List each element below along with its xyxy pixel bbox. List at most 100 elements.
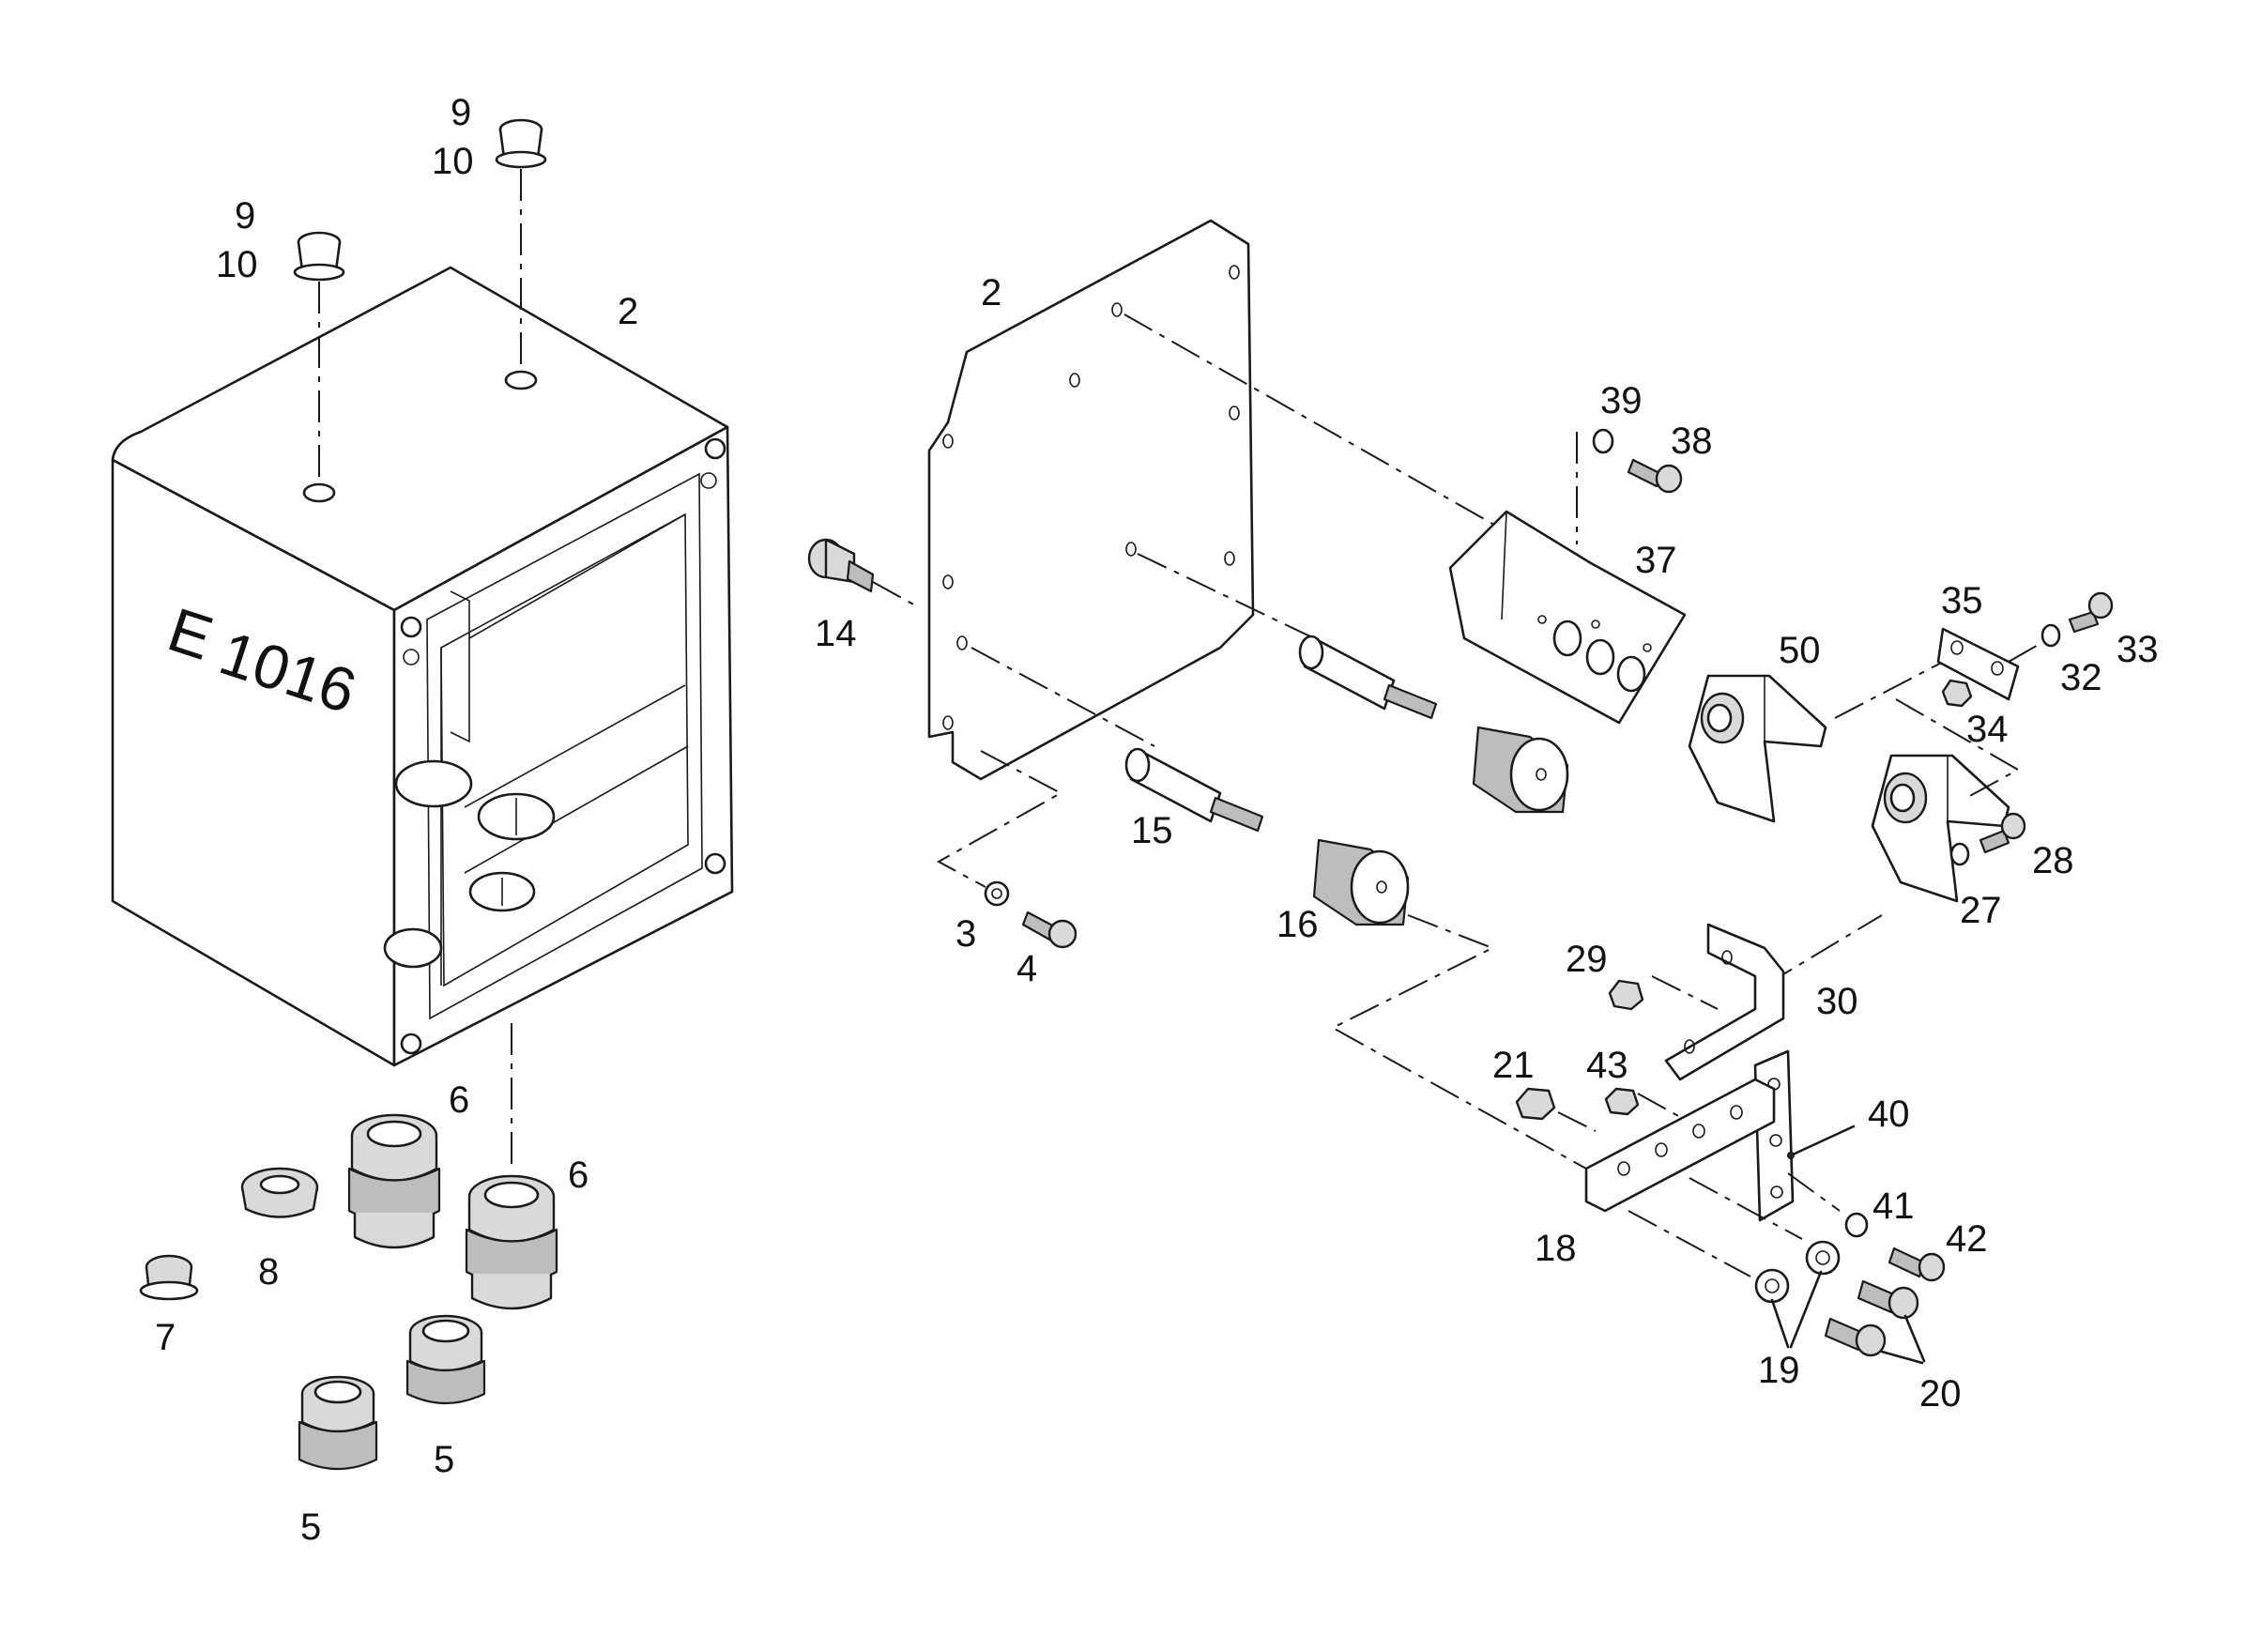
axis-21 xyxy=(1557,1111,1597,1132)
spacer-15-upper xyxy=(1298,635,1438,720)
label-28: 28 xyxy=(2032,840,2074,881)
cable-gland-5a xyxy=(405,1314,486,1405)
label-14: 14 xyxy=(815,613,857,654)
label-34: 34 xyxy=(1966,709,2009,750)
label-10a: 10 xyxy=(216,244,258,285)
washer-39 xyxy=(1592,428,1614,454)
screw-14 xyxy=(807,538,875,593)
axis-plate-spacer xyxy=(1137,553,1315,639)
vibration-mount-16-upper xyxy=(1472,726,1569,814)
screw-38 xyxy=(1627,458,1683,494)
label-38: 38 xyxy=(1671,421,1713,462)
leader-20b xyxy=(1880,1350,1924,1365)
axis-19b xyxy=(1689,1177,1803,1240)
bracket-40 xyxy=(1753,1049,1795,1222)
label-6a: 6 xyxy=(449,1079,469,1121)
plate-35 xyxy=(1936,627,2020,701)
nut-43 xyxy=(1604,1087,1640,1116)
washer-41 xyxy=(1844,1212,1869,1238)
nut-21 xyxy=(1515,1087,1556,1121)
bar-18 xyxy=(1584,1078,1776,1213)
plug-7 xyxy=(139,1254,199,1301)
label-6b: 6 xyxy=(568,1155,588,1196)
nut-34 xyxy=(1941,679,1973,708)
label-42: 42 xyxy=(1946,1218,1988,1260)
label-50: 50 xyxy=(1779,630,1821,671)
plug-9-10-left xyxy=(293,231,345,282)
leader-40 xyxy=(1791,1124,1856,1156)
label-15: 15 xyxy=(1131,810,1173,851)
relay-50-lower xyxy=(1871,754,2010,903)
label-2a: 2 xyxy=(618,291,638,332)
label-3: 3 xyxy=(955,913,976,955)
label-7: 7 xyxy=(155,1317,176,1358)
leader-19b xyxy=(1789,1270,1823,1349)
axis-29 xyxy=(1651,975,1719,1010)
label-19: 19 xyxy=(1758,1350,1800,1391)
washer-3 xyxy=(984,880,1010,907)
label-2b: 2 xyxy=(981,272,1001,314)
label-43: 43 xyxy=(1586,1045,1628,1086)
axis-14 xyxy=(872,581,916,606)
axis-35 xyxy=(1834,656,1953,719)
label-20: 20 xyxy=(1919,1373,1962,1415)
bracket-30 xyxy=(1664,923,1785,1081)
leader-19a xyxy=(1770,1298,1790,1349)
screw-4 xyxy=(1021,910,1078,949)
label-32: 32 xyxy=(2060,657,2102,698)
vibration-mount-16-lower xyxy=(1312,838,1410,926)
axis-plate-15 xyxy=(971,647,1155,747)
screw-20a xyxy=(1857,1279,1919,1320)
label-29: 29 xyxy=(1566,939,1608,980)
label-18: 18 xyxy=(1535,1228,1577,1269)
label-5a: 5 xyxy=(434,1439,454,1480)
label-35: 35 xyxy=(1941,580,1983,621)
label-37: 37 xyxy=(1635,540,1677,581)
plug-8 xyxy=(240,1167,319,1218)
label-30: 30 xyxy=(1816,981,1858,1022)
label-39: 39 xyxy=(1600,380,1643,421)
cable-gland-6a xyxy=(347,1113,441,1249)
axis-43 xyxy=(1637,1093,1681,1118)
label-4: 4 xyxy=(1016,948,1037,989)
axis-32-33 xyxy=(2008,642,2042,663)
spacer-15-lower xyxy=(1124,747,1264,833)
axis-19 xyxy=(1628,1210,1751,1277)
screw-28 xyxy=(1979,812,2026,854)
washer-32 xyxy=(2040,623,2061,648)
label-27: 27 xyxy=(1960,890,2002,931)
label-40: 40 xyxy=(1868,1094,1910,1135)
leader-20a xyxy=(1903,1314,1926,1363)
washer-19b xyxy=(1805,1240,1841,1276)
label-10b: 10 xyxy=(432,141,474,182)
screw-42 xyxy=(1888,1247,1946,1282)
axis-16-lower xyxy=(1330,914,1587,1170)
label-9a: 9 xyxy=(235,195,255,237)
screw-33 xyxy=(2068,591,2114,634)
label-41: 41 xyxy=(1872,1185,1915,1227)
bracket-37 xyxy=(1448,510,1687,725)
label-21: 21 xyxy=(1492,1045,1535,1086)
axis-41 xyxy=(1787,1172,1841,1212)
label-5b: 5 xyxy=(300,1507,321,1548)
axis-3-4 xyxy=(936,750,1063,888)
cable-gland-5b xyxy=(298,1375,378,1471)
axis-plate-37 xyxy=(1123,314,1521,541)
enclosure-box: E 1016 xyxy=(111,266,734,1067)
part-labels: 9 10 9 10 2 2 14 15 16 3 4 39 38 37 35 5… xyxy=(155,92,2159,1548)
label-9b: 9 xyxy=(451,92,471,133)
label-16: 16 xyxy=(1276,904,1319,945)
relay-50-upper xyxy=(1688,674,1827,823)
screw-20b xyxy=(1824,1317,1887,1357)
label-8: 8 xyxy=(258,1251,279,1293)
mounting-plate xyxy=(927,219,1255,781)
plug-9-10-right xyxy=(495,118,547,169)
label-33: 33 xyxy=(2117,629,2159,670)
cable-gland-6b xyxy=(465,1174,558,1310)
nut-29 xyxy=(1608,979,1644,1011)
washer-19a xyxy=(1754,1268,1790,1304)
axis-34 xyxy=(1895,698,2021,799)
washer-27 xyxy=(1949,842,1970,866)
